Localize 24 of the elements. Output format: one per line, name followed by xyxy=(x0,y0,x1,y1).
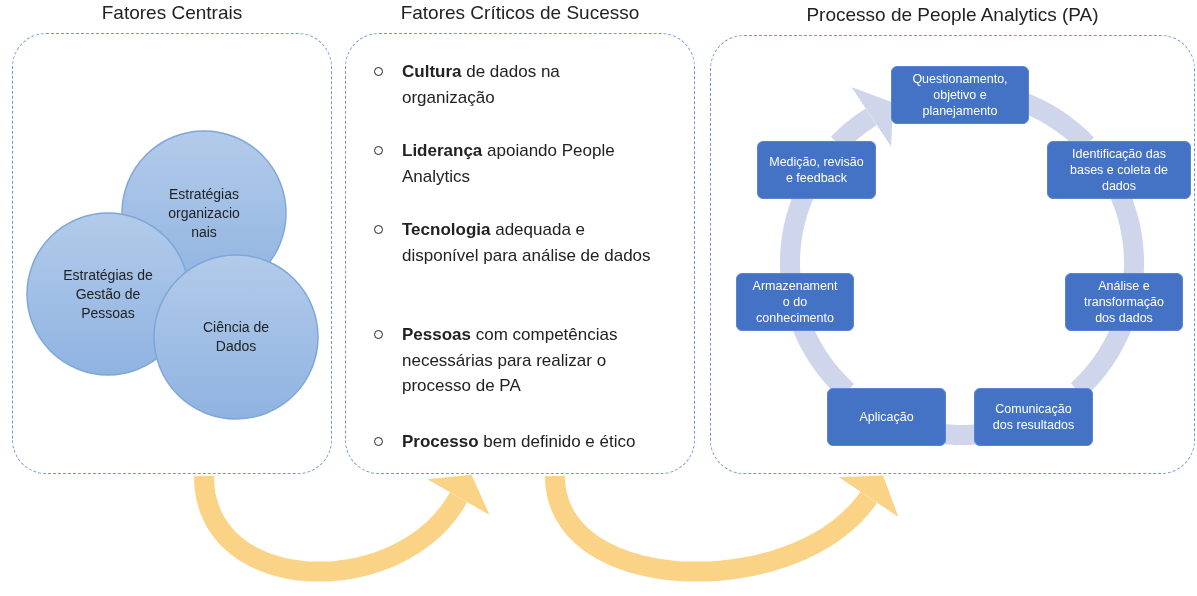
process-box xyxy=(736,273,854,331)
bullet-text: Cultura de dados na organização xyxy=(402,61,561,109)
circle-label: Estratégias organizacio nais xyxy=(154,184,254,242)
process-box xyxy=(757,141,876,199)
bullet-text: Pessoas com competências necessárias para realizar o processo de PA xyxy=(402,324,619,397)
panel-title: Fatores Centrais xyxy=(100,2,244,24)
step-label: Armazenament o do conhecimento xyxy=(751,277,839,327)
bullet-text: Liderança apoiando People Analytics xyxy=(402,140,616,188)
process-box xyxy=(891,66,1029,124)
step-label: Comunicação dos resultados xyxy=(991,400,1076,434)
process-box xyxy=(827,388,946,446)
step-label: Identificação das bases e coleta de dados xyxy=(1069,145,1169,195)
process-box xyxy=(974,388,1093,446)
step-label: Aplicação xyxy=(858,408,915,426)
step-label: Questionamento, objetivo e planejamento xyxy=(911,70,1009,120)
process-box xyxy=(1065,273,1183,331)
step-label: Análise e transformação dos dados xyxy=(1083,277,1165,327)
circle-label: Ciência de Dados xyxy=(181,318,291,356)
step-label: Medição, revisão e feedback xyxy=(769,153,864,187)
bullet-text: Tecnologia adequada e disponível para análise de dados xyxy=(402,219,652,267)
panel-title: Fatores Críticos de Sucesso xyxy=(399,2,641,24)
panel-title: Processo de People Analytics (PA) xyxy=(805,4,1100,26)
process-box xyxy=(1047,141,1191,199)
bullet-text: Processo bem definido e ético xyxy=(402,431,637,453)
